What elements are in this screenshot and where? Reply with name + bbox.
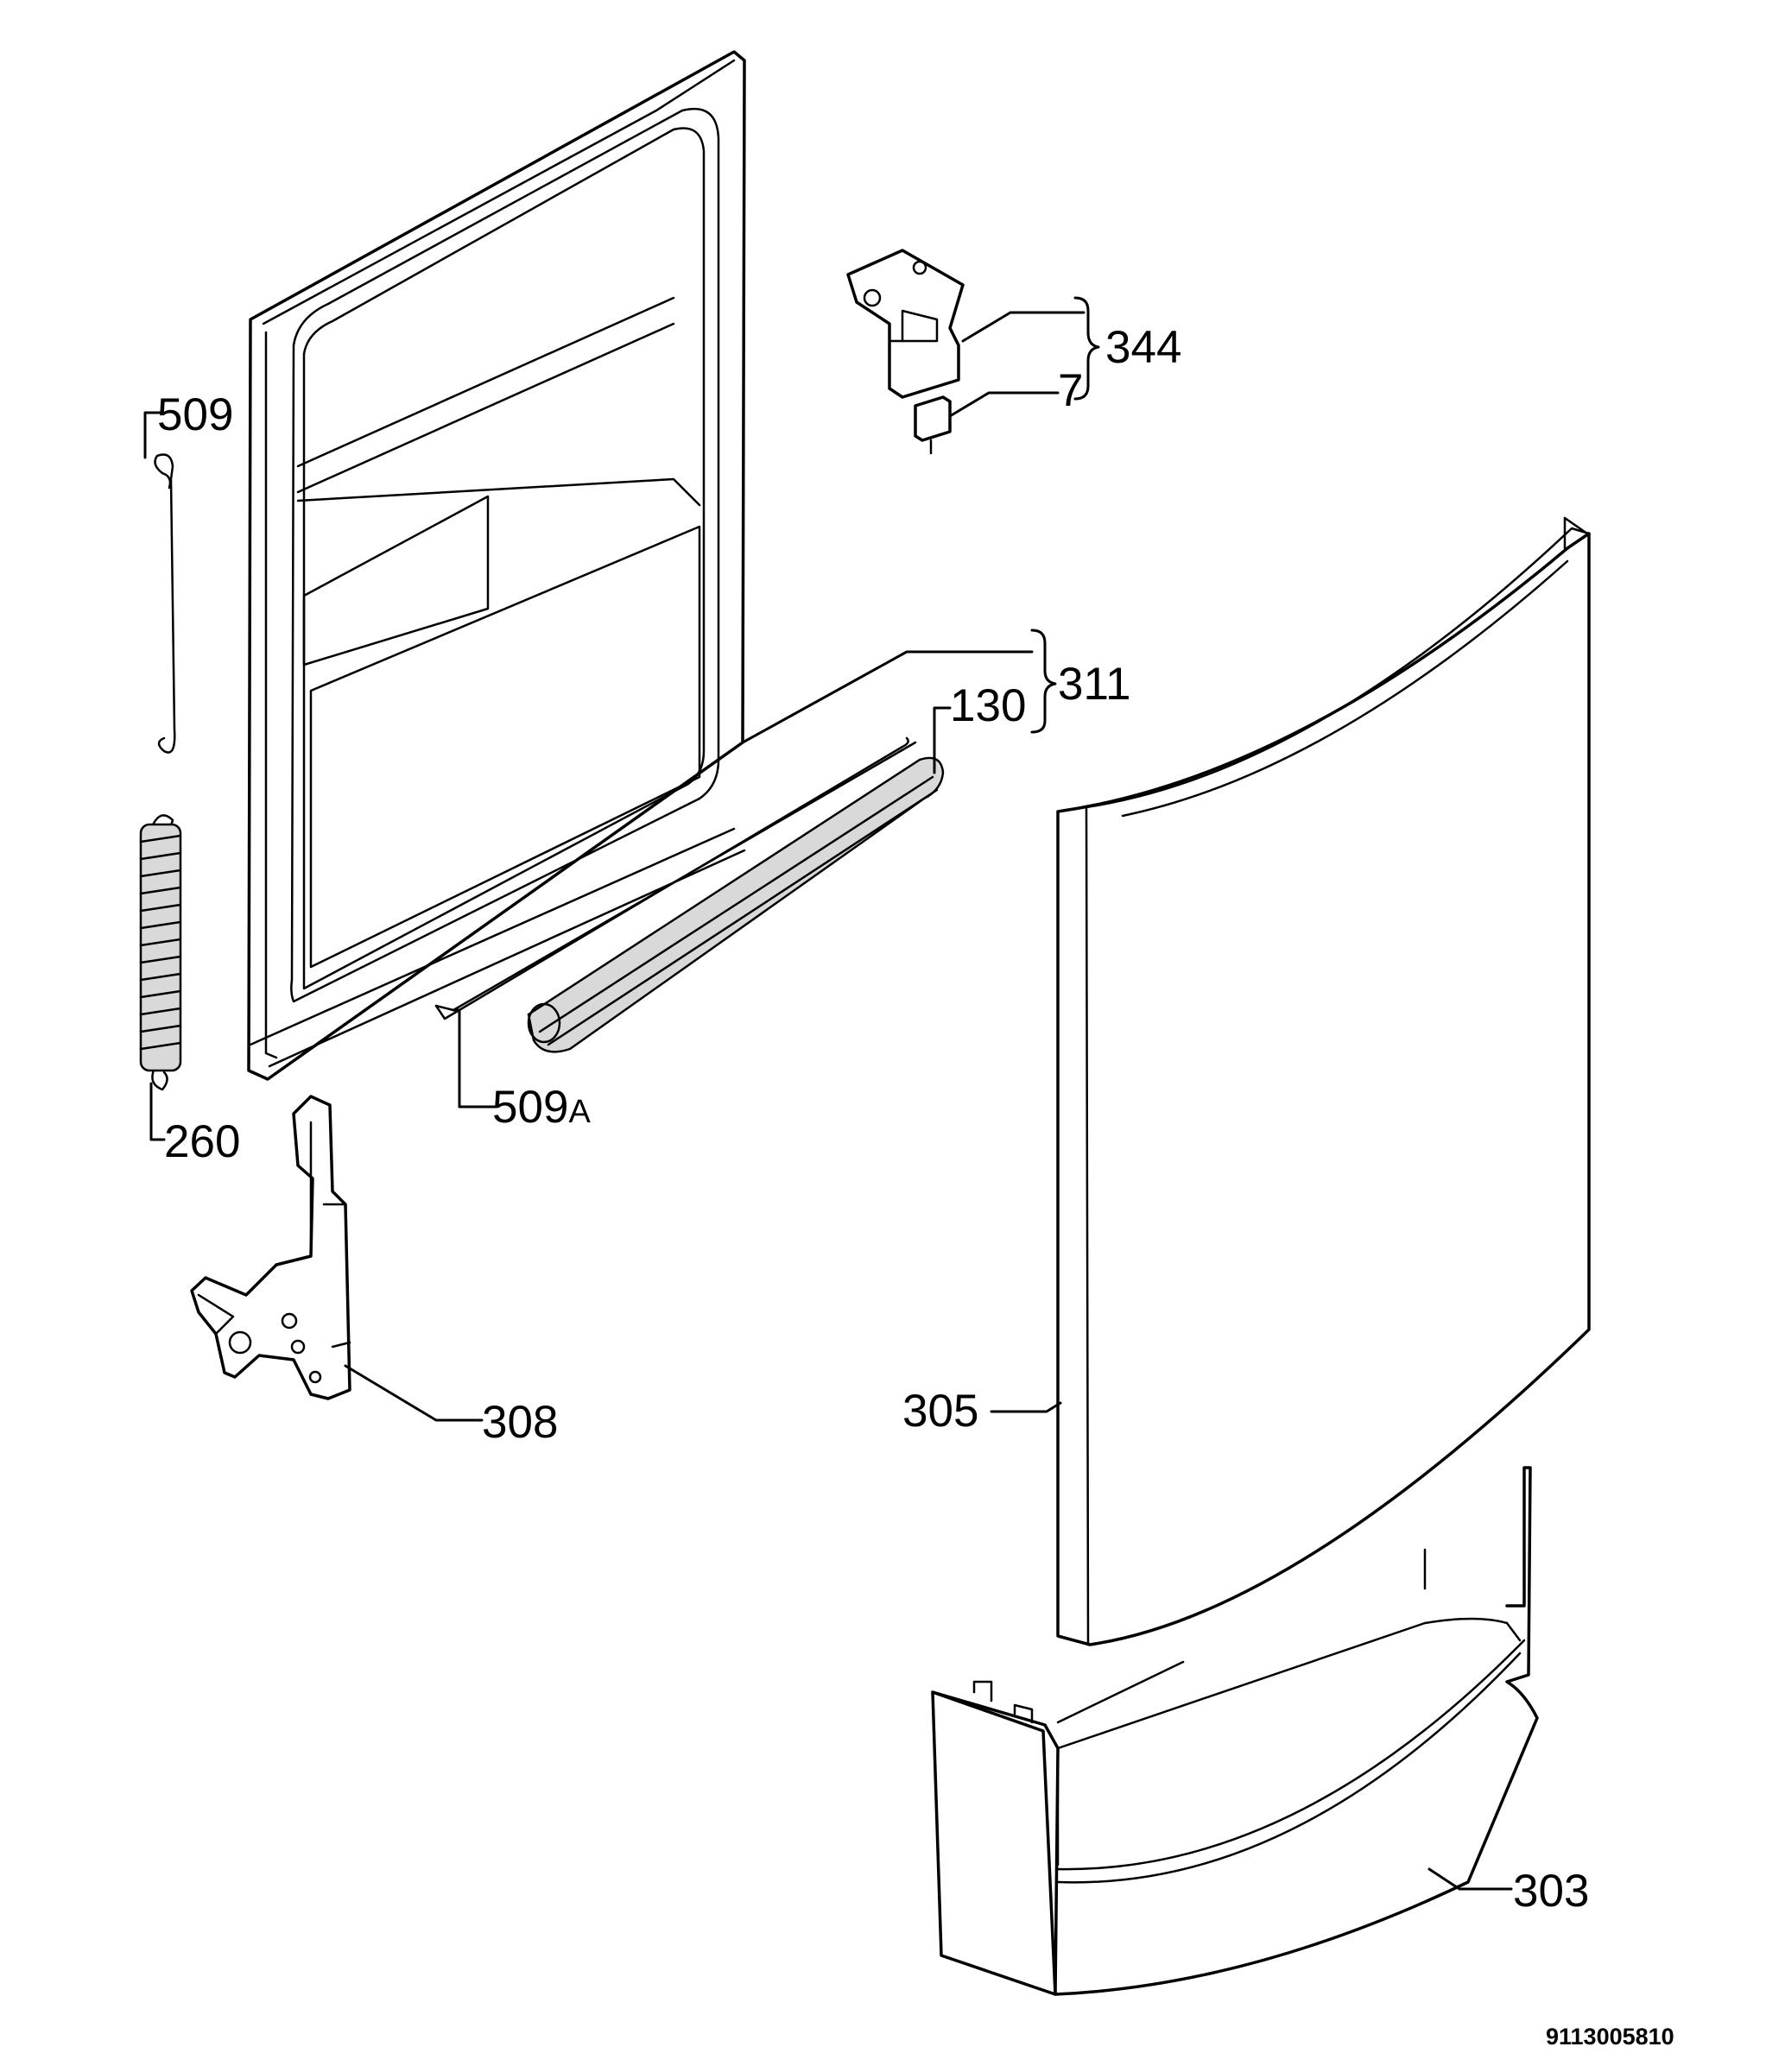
leader-311 [741,650,1034,744]
part-7-microswitch [914,395,952,455]
leader-130 [933,706,952,774]
leader-305 [990,1401,1062,1413]
part-260-coil-spring [139,814,182,1091]
part-303-kick-plate [931,1466,1539,1996]
leader-260 [149,1082,166,1141]
label-344: 344 [1105,322,1181,373]
label-509: 509 [157,389,233,440]
leader-303 [1427,1867,1513,1891]
leader-344-latch [961,311,1086,343]
bracket-344 [1073,296,1100,401]
leader-7 [948,391,1060,418]
label-305: 305 [902,1386,978,1437]
part-130-door-seal [527,756,945,1053]
leader-509a [452,1008,498,1109]
label-130: 130 [950,680,1026,731]
part-308-hinge [190,1095,351,1400]
bracket-311 [1030,629,1057,734]
label-7: 7 [1058,365,1083,416]
label-303: 303 [1513,1866,1589,1917]
leader-509 [143,411,164,459]
part-305-outer-door-panel [1056,516,1591,1646]
leader-lines [143,296,1513,1891]
label-311: 311 [1058,659,1131,710]
label-509a-suffix: A [568,1094,591,1130]
label-509a: 509A [492,1082,591,1133]
label-308: 308 [482,1397,558,1448]
label-509a-number: 509 [492,1082,568,1133]
drawing-code: 9113005810 [1546,2024,1674,2050]
part-344-door-latch [846,249,965,399]
label-260: 260 [164,1116,240,1167]
leader-308 [344,1364,484,1422]
